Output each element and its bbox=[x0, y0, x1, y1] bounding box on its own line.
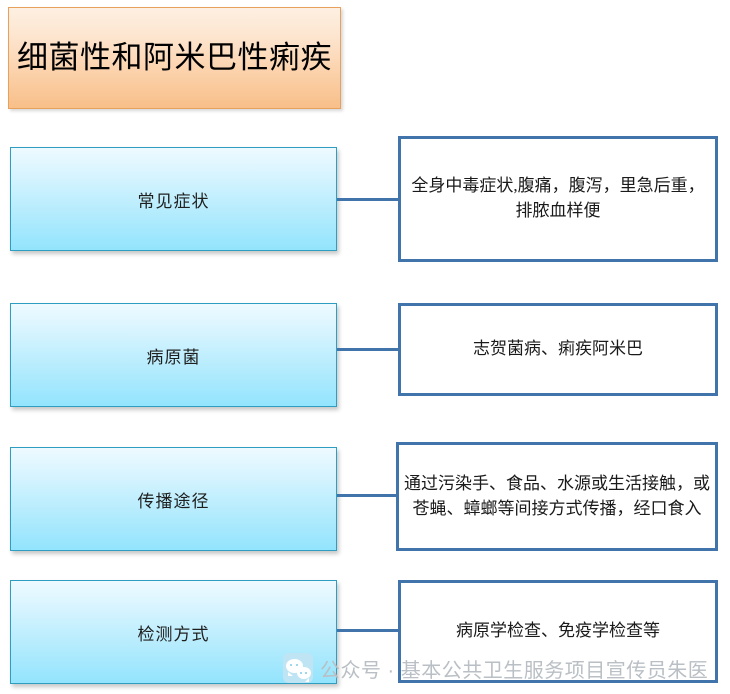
page-title: 细菌性和阿米巴性痢疾 bbox=[17, 40, 332, 76]
detail-text: 全身中毒症状,腹痛，腹泻，里急后重，排脓血样便 bbox=[411, 176, 705, 220]
detail-box-pathogen[interactable]: 志贺菌病、痢疾阿米巴 bbox=[398, 303, 718, 396]
connector-line-4 bbox=[337, 629, 398, 632]
connector-line-3 bbox=[337, 494, 398, 497]
connector-line-1 bbox=[337, 198, 398, 201]
detail-text: 通过污染手、食品、水源或生活接触，或苍蝇、蟑螂等间接方式传播，经口食入 bbox=[404, 473, 710, 518]
detail-box-detection-method[interactable]: 病原学检查、免疫学检查等 bbox=[398, 580, 718, 683]
detail-text: 志贺菌病、痢疾阿米巴 bbox=[473, 339, 643, 359]
label-box-transmission-route[interactable]: 传播途径 bbox=[10, 447, 337, 551]
diagram-title-box: 细菌性和阿米巴性痢疾 bbox=[8, 7, 341, 109]
label-text: 常见症状 bbox=[137, 191, 210, 211]
label-box-common-symptoms[interactable]: 常见症状 bbox=[10, 147, 337, 251]
label-box-detection-method[interactable]: 检测方式 bbox=[10, 580, 337, 684]
detail-text: 病原学检查、免疫学检查等 bbox=[456, 621, 660, 641]
label-text: 检测方式 bbox=[137, 624, 210, 644]
label-box-pathogen[interactable]: 病原菌 bbox=[10, 303, 337, 407]
label-text: 传播途径 bbox=[137, 491, 210, 511]
connector-line-2 bbox=[337, 348, 398, 351]
detail-box-common-symptoms[interactable]: 全身中毒症状,腹痛，腹泻，里急后重，排脓血样便 bbox=[398, 136, 718, 262]
label-text: 病原菌 bbox=[146, 347, 201, 367]
detail-box-transmission-route[interactable]: 通过污染手、食品、水源或生活接触，或苍蝇、蟑螂等间接方式传播，经口食入 bbox=[396, 442, 718, 551]
